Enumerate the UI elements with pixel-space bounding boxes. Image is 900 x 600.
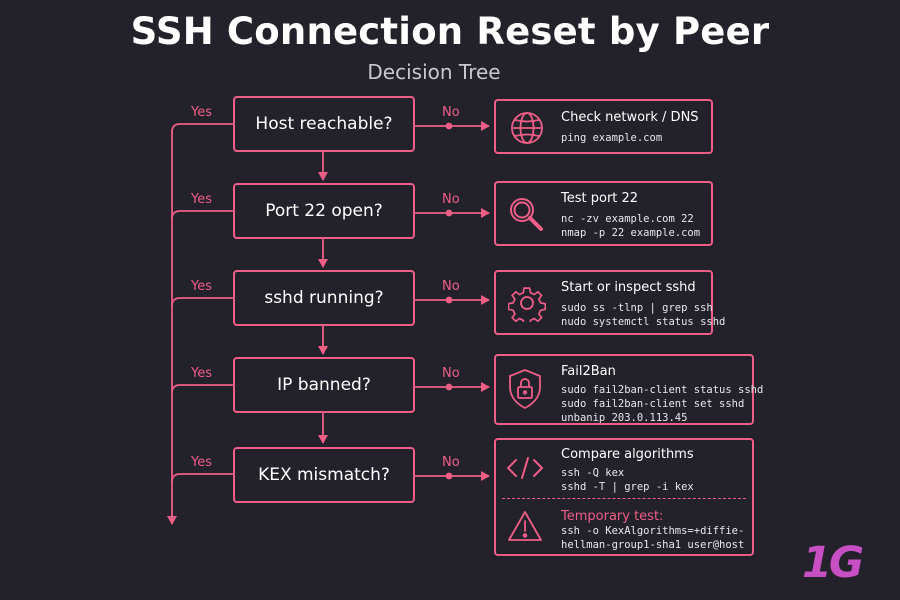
- action-title-sshd: Start or inspect sshd: [561, 280, 696, 295]
- action-title-port: Test port 22: [561, 191, 639, 206]
- decision-node-port-22-open: Port 22 open?: [233, 183, 415, 239]
- action-box-fail2ban: Fail2Ban sudo fail2ban-client status ssh…: [494, 354, 763, 425]
- warning-icon: [508, 511, 542, 541]
- decision-node-ip-banned: IP banned?: [233, 357, 415, 413]
- no-label-1: No: [442, 105, 460, 120]
- action-title-fail2ban: Fail2Ban: [561, 364, 616, 379]
- no-label-2: No: [442, 192, 460, 207]
- no-dot-3: [445, 296, 453, 304]
- decision-node-kex-mismatch: KEX mismatch?: [233, 447, 415, 503]
- yes-branch-5: [171, 473, 233, 483]
- page-subtitle: Decision Tree: [367, 60, 501, 84]
- yes-branch-1: [171, 123, 233, 133]
- yes-label-1: Yes: [191, 105, 212, 120]
- gear-icon: [508, 287, 546, 322]
- no-dot-2: [445, 209, 453, 217]
- yes-label-5: Yes: [191, 455, 212, 470]
- action-commands-algorithms: ssh -Q kex sshd -T | grep -i kex: [561, 467, 694, 493]
- globe-icon: [511, 112, 543, 144]
- no-dot-4: [445, 383, 453, 391]
- action-box-port: Test port 22 nc -zv example.com 22 nmap …: [494, 181, 713, 246]
- page-title: SSH Connection Reset by Peer: [130, 10, 770, 53]
- decision-node-sshd-running: sshd running?: [233, 270, 415, 326]
- brand-logo: 1G: [802, 538, 864, 588]
- action-box-algorithms: Compare algorithms ssh -Q kex sshd -T | …: [494, 438, 754, 556]
- action-box-sshd: Start or inspect sshd sudo ss -tlnp | gr…: [494, 270, 725, 335]
- magnifier-icon: [510, 198, 543, 231]
- no-dot-1: [445, 122, 453, 130]
- yes-branch-3: [171, 297, 233, 307]
- action-commands-port: nc -zv example.com 22 nmap -p 22 example…: [561, 213, 701, 239]
- no-label-4: No: [442, 366, 460, 381]
- temporary-test-commands: ssh -o KexAlgorithms=+diffie- hellman-gr…: [561, 525, 745, 551]
- temporary-test-title: Temporary test:: [561, 509, 664, 524]
- decision-node-host-reachable: Host reachable?: [233, 96, 415, 152]
- yes-label-3: Yes: [191, 279, 212, 294]
- action-commands-network: ping example.com: [561, 132, 663, 144]
- no-label-5: No: [442, 455, 460, 470]
- yes-label-2: Yes: [191, 192, 212, 207]
- algorithms-divider: [502, 498, 746, 499]
- yes-label-4: Yes: [191, 366, 212, 381]
- code-icon: [507, 457, 543, 479]
- no-dot-5: [445, 472, 453, 480]
- shield-lock-icon: [509, 369, 541, 410]
- yes-branch-4: [171, 384, 233, 394]
- action-commands-sshd: sudo ss -tlnp | grep ssh nudo systemctl …: [561, 302, 726, 328]
- action-title-algorithms: Compare algorithms: [561, 447, 694, 462]
- action-commands-fail2ban: sudo fail2ban-client status sshd sudo fa…: [561, 384, 764, 424]
- action-title-network: Check network / DNS: [561, 110, 699, 125]
- action-box-network: Check network / DNS ping example.com: [494, 99, 713, 154]
- no-label-3: No: [442, 279, 460, 294]
- yes-branch-2: [171, 210, 233, 220]
